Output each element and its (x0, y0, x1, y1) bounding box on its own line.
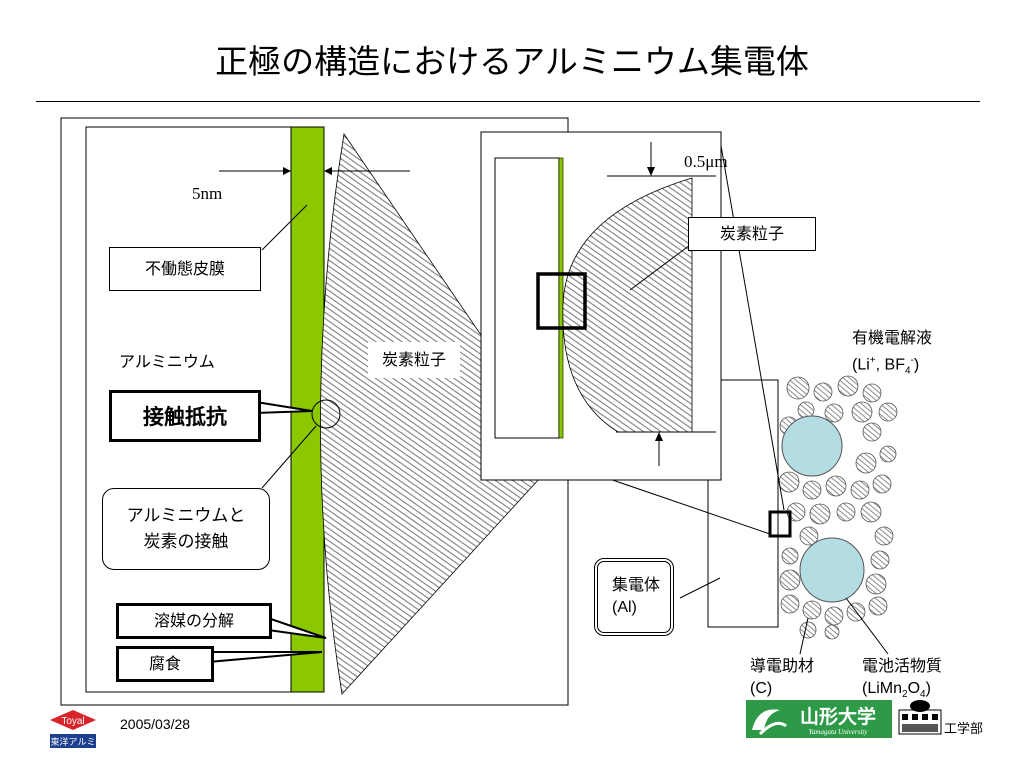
current-collector-line1: 集電体 (612, 577, 661, 594)
electrolyte-bf-sub: 4 (904, 365, 911, 377)
active-line2-suffix: ) (925, 680, 931, 697)
electrolyte-line2: (Li+, BF4-) (852, 350, 932, 383)
electrolyte-bf-charge: - (910, 355, 914, 366)
university-logo-text: 山形大学 (800, 705, 876, 728)
active-material-label: 電池活物質 (LiMn2O4) (862, 656, 942, 706)
slide-title: 正極の構造におけるアルミニウム集電体 (215, 42, 809, 81)
particle-size-label: 0.5μm (684, 152, 728, 171)
contact-point-circle (311, 399, 341, 429)
al-carbon-contact-line1: アルミニウムと (126, 506, 246, 526)
faculty-emblem (898, 700, 942, 736)
electrolyte-line2-suffix: ) (913, 356, 920, 374)
electrolyte-line1: 有機電解液 (852, 330, 933, 347)
title-divider (36, 101, 980, 102)
carbon-particle-hatched (320, 132, 563, 695)
contact-resistance-label: 接触抵抗 (109, 390, 261, 442)
toyo-logo-text: 東洋アルミ (51, 736, 96, 748)
electrolyte-line2-prefix: (Li (852, 356, 870, 374)
conductive-additive-label: 導電助材 (C) (750, 656, 814, 700)
active-o-sub: 4 (920, 689, 926, 701)
corrosion-label: 腐食 (116, 646, 214, 682)
current-collector-line2: (Al) (612, 599, 637, 616)
faculty-emblem-graphic (898, 700, 942, 735)
department-label: 工学部 (944, 722, 984, 737)
inset-aluminum (494, 157, 560, 439)
inset-film (558, 157, 564, 439)
electrolyte-label: 有機電解液 (Li+, BF4-) (852, 328, 932, 383)
solvent-decomposition-label: 溶媒の分解 (116, 603, 272, 639)
current-collector-label: 集電体 (Al) (594, 558, 674, 636)
toyal-logo: Toyal 東洋アルミ (48, 708, 98, 750)
active-line2-mid: O (907, 680, 921, 697)
carbon-particle-label: 炭素粒子 (368, 342, 460, 378)
electrode-particles-area (778, 375, 898, 640)
active-line2: (LiMn2O4) (862, 678, 942, 706)
passive-film-label: 不働態皮膜 (109, 247, 261, 291)
yamagata-university-logo: 山形大学 Yamagata University (746, 700, 892, 738)
active-line2-prefix: (LiMn (862, 680, 903, 697)
active-line1: 電池活物質 (862, 658, 943, 675)
zoom-marker-small (768, 510, 792, 538)
electrolyte-li-charge: + (869, 355, 876, 366)
inset-zoom-marker (536, 272, 587, 330)
inset-carbon-particle (562, 177, 693, 433)
film-thickness-label: 5nm (192, 184, 223, 203)
toyal-logo-mark: Toyal 東洋アルミ (50, 710, 96, 748)
inset-carbon-particle-label: 炭素粒子 (688, 217, 816, 251)
conductive-line2: (C) (750, 680, 773, 697)
aluminum-label: アルミニウム (119, 352, 215, 371)
active-mn-sub: 2 (902, 689, 908, 701)
electrolyte-line2-mid: , BF (875, 356, 905, 374)
conductive-line1: 導電助材 (750, 658, 815, 675)
al-carbon-contact-label: アルミニウムと 炭素の接触 (102, 488, 270, 570)
toyal-logo-text: Toyal (61, 716, 84, 727)
yamagata-logo-graphic: 山形大学 Yamagata University (746, 700, 892, 738)
slide-date: 2005/03/28 (120, 716, 191, 732)
al-carbon-contact-line2: 炭素の接触 (143, 532, 229, 552)
university-logo-subtext: Yamagata University (809, 728, 869, 736)
